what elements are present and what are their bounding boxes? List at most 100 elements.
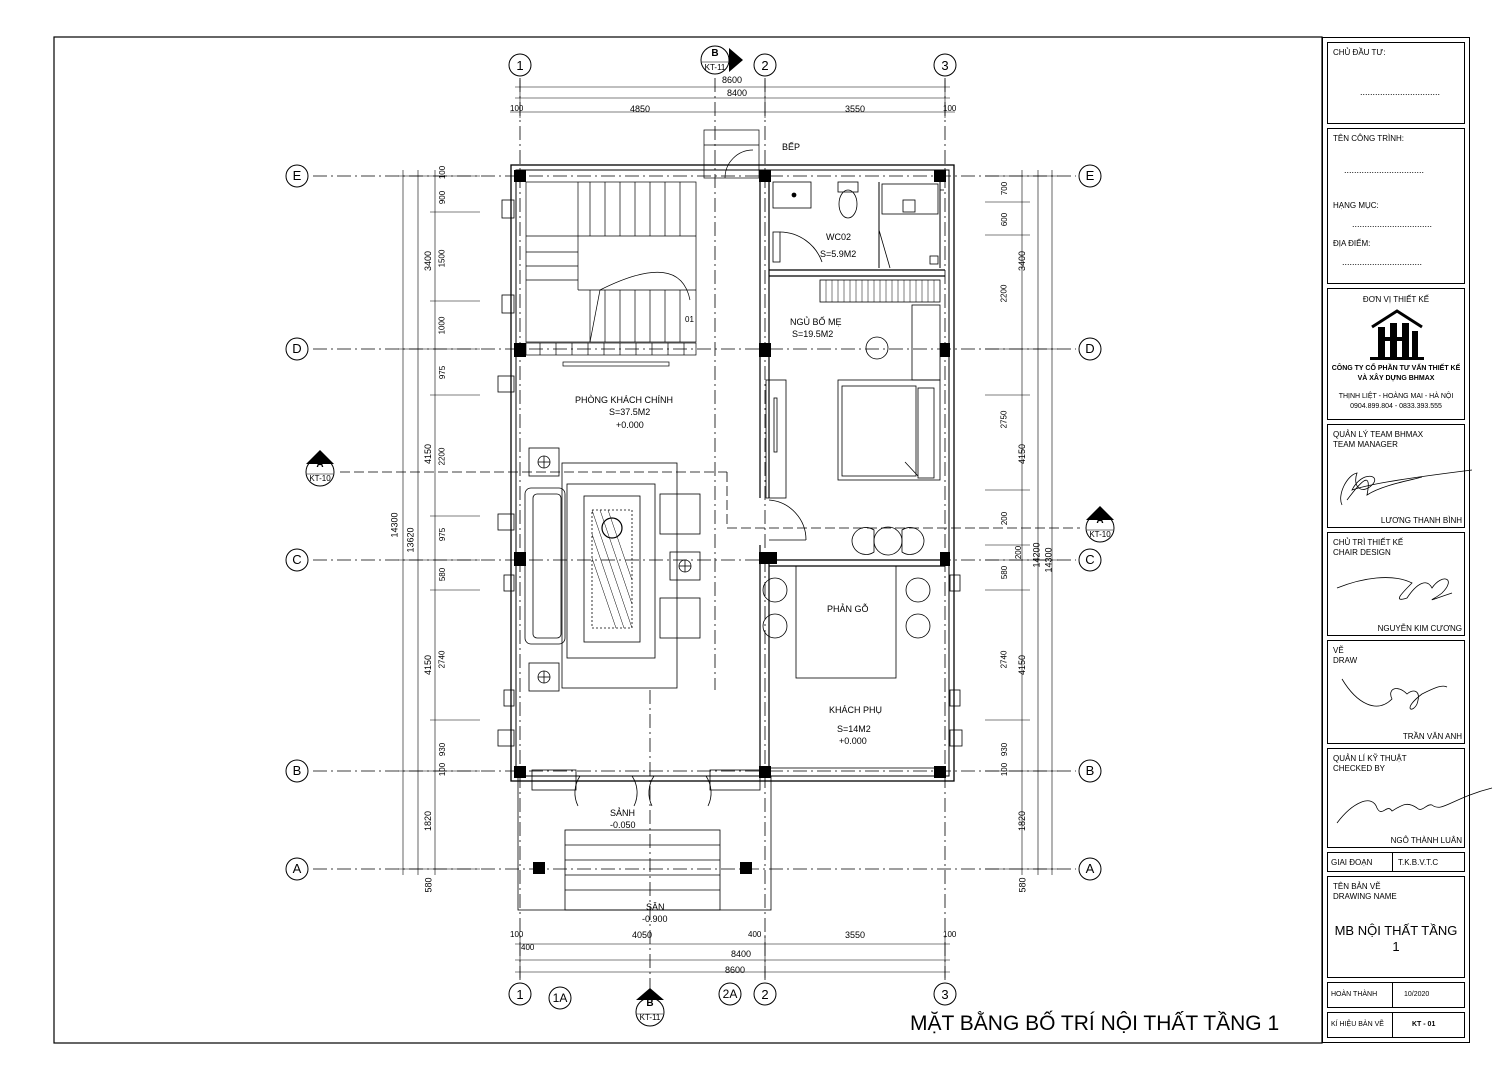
grid-label-1a: 1A (552, 991, 568, 1005)
tb-phase-divider (1392, 853, 1393, 871)
tb-manager-label: QUẢN LÝ TEAM BHMAX (1333, 430, 1424, 439)
room-san-level: -0.900 (642, 914, 668, 924)
room-kp-level: +0.000 (839, 736, 867, 746)
room-phan-go: PHẢN GỖ (827, 604, 869, 614)
room-kp-area: S=14M2 (837, 724, 871, 734)
tb-manager-cell: QUẢN LÝ TEAM BHMAX TEAM MANAGER LƯƠNG TH… (1327, 424, 1473, 528)
room-wc-area: S=5.9M2 (820, 249, 857, 259)
dim-left-d: 1820 (423, 810, 434, 832)
tb-item-dots: ................................ (1352, 219, 1433, 229)
dim-right-r4: 2750 (999, 410, 1009, 429)
room-wc-name: WC02 (826, 232, 852, 242)
dim-left-total2: 13620 (405, 527, 416, 553)
dim-top-seg2: 3550 (845, 104, 866, 114)
drawing-title: MẶT BẰNG BỐ TRÍ NỘI THẤT TẦNG 1 (910, 1012, 1280, 1035)
grid-label-e-left: E (292, 168, 302, 183)
tb-chair-name: NGUYỄN KIM CƯƠNG (1377, 624, 1462, 633)
tb-owner-cell: CHỦ ĐẦU TƯ: ............................… (1327, 42, 1465, 124)
tb-checked-cell: QUẢN LÍ KỸ THUẬT CHECKED BY NGÔ THÀNH LU… (1327, 748, 1493, 848)
dim-left-f2: 900 (438, 190, 448, 205)
grid-bubble-1-top (508, 53, 532, 77)
tb-checked-label: QUẢN LÍ KỸ THUẬT (1333, 754, 1407, 763)
dim-right-r6: 580 (1000, 565, 1010, 580)
chair-signature (1336, 577, 1453, 601)
tb-code-divider (1392, 1013, 1393, 1037)
grid-label-3-bottom: 3 (941, 987, 949, 1002)
grid-label-e-right: E (1085, 168, 1095, 183)
dim-right-r9: 930 (1000, 742, 1010, 757)
tb-item-label: HẠNG MỤC: (1333, 201, 1379, 210)
tb-drawing-name-label: TÊN BẢN VẼ (1333, 882, 1381, 891)
tb-complete-label: HOÀN THÀNH (1331, 991, 1378, 998)
room-pk-name: PHÒNG KHÁCH CHÍNH (575, 395, 674, 405)
tb-phase-value: T.K.B.V.T.C (1398, 858, 1439, 867)
dim-left-e: 580 (423, 877, 434, 893)
room-san-name: SÂN (646, 902, 665, 912)
grid-label-d-right: D (1085, 341, 1095, 356)
tb-chair-label-en: CHAIR DESIGN (1333, 548, 1391, 557)
dim-left-c: 4150 (423, 654, 434, 676)
tb-company-name-2: VÀ XÂY DỰNG BHMAX (1357, 375, 1435, 382)
tb-company-cell: ĐƠN VỊ THIẾT KẾ CÔNG TY CỔ PHẦN TƯ VẤN T… (1327, 288, 1465, 420)
dim-bottom-small-left: 400 (521, 943, 535, 952)
manager-signature (1340, 469, 1473, 506)
tb-checked-label-en: CHECKED BY (1333, 764, 1386, 773)
dim-left-b: 4150 (423, 443, 434, 465)
grid-label-2a: 2A (722, 987, 738, 1001)
tb-manager-label-en: TEAM MANAGER (1333, 440, 1398, 449)
dim-right-total2: 14200 (1031, 542, 1042, 568)
room-pk-area: S=37.5M2 (609, 407, 651, 417)
dim-bottom-small: 400 (748, 930, 762, 939)
grid-label-3-top: 3 (941, 58, 949, 73)
dim-left-f6: 2200 (437, 447, 447, 466)
section-b-top-letter: B (711, 48, 719, 59)
dim-bottom-seg2: 3550 (845, 930, 866, 940)
dim-top-overall: 8600 (722, 75, 743, 85)
room-kp-name: KHÁCH PHỤ (829, 705, 883, 715)
tb-project-dots: ................................ (1344, 165, 1425, 175)
dim-top-edge-right: 100 (943, 104, 957, 113)
grid-label-d-left: D (292, 341, 302, 356)
tb-draw-label-en: DRAW (1333, 656, 1358, 665)
dim-right-r10: 100 (1000, 762, 1010, 777)
title-block: CHỦ ĐẦU TƯ: ............................… (1322, 37, 1493, 1043)
dim-left-total1: 14300 (389, 512, 400, 538)
dim-right-r5: 200 (1000, 511, 1010, 526)
tb-draw-name: TRẦN VĂN ANH (1402, 732, 1462, 741)
room-ngu-name: NGỦ BỐ MẸ (790, 317, 842, 327)
grid-label-2-bottom: 2 (761, 987, 769, 1002)
tb-drawing-title: MB NỘI THẤT TẦNG 1 (1334, 923, 1458, 954)
dim-right-r7: 200 (1014, 545, 1024, 560)
dim-left-f10: 930 (438, 742, 448, 757)
room-ngu-area: S=19.5M2 (792, 329, 834, 339)
dim-left-f3: 1500 (437, 249, 447, 268)
dim-bottom-edge-right: 100 (943, 930, 957, 939)
tb-company-address: THỊNH LIỆT - HOÀNG MAI - HÀ NỘI (1338, 393, 1454, 400)
dim-left-f8: 580 (438, 567, 448, 582)
tb-project-label: TÊN CÔNG TRÌNH: (1333, 134, 1404, 143)
tb-company-phone: 0904.899.804 - 0833.393.555 (1350, 403, 1442, 410)
grid-label-a-left: A (292, 861, 302, 876)
dim-left-f1: 100 (438, 165, 448, 180)
tb-complete-divider (1392, 983, 1393, 1007)
section-b-bottom-letter: B (646, 998, 654, 1009)
grid-label-c-right: C (1085, 552, 1095, 567)
tb-drawing-name-cell: TÊN BẢN VẼ DRAWING NAME MB NỘI THẤT TẦNG… (1327, 876, 1465, 978)
dim-right-d: 1820 (1017, 810, 1028, 832)
tb-location-dots: ................................ (1342, 257, 1423, 267)
section-a-left-letter: A (316, 459, 324, 470)
tb-checked-name: NGÔ THÀNH LUÂN (1390, 836, 1462, 845)
tb-complete-cell: HOÀN THÀNH 10/2020 (1327, 982, 1465, 1008)
dim-left-f11: 100 (438, 762, 448, 777)
dim-right-b: 4150 (1017, 443, 1028, 465)
tb-drawing-name-label-en: DRAWING NAME (1333, 892, 1397, 901)
dim-top-inner: 8400 (727, 88, 748, 98)
room-sanh-level: -0.050 (610, 820, 636, 830)
section-a-right-letter: A (1096, 515, 1104, 526)
dim-right-e: 580 (1017, 877, 1028, 893)
dim-right-total1: 14300 (1043, 547, 1054, 573)
checked-signature (1336, 787, 1493, 824)
